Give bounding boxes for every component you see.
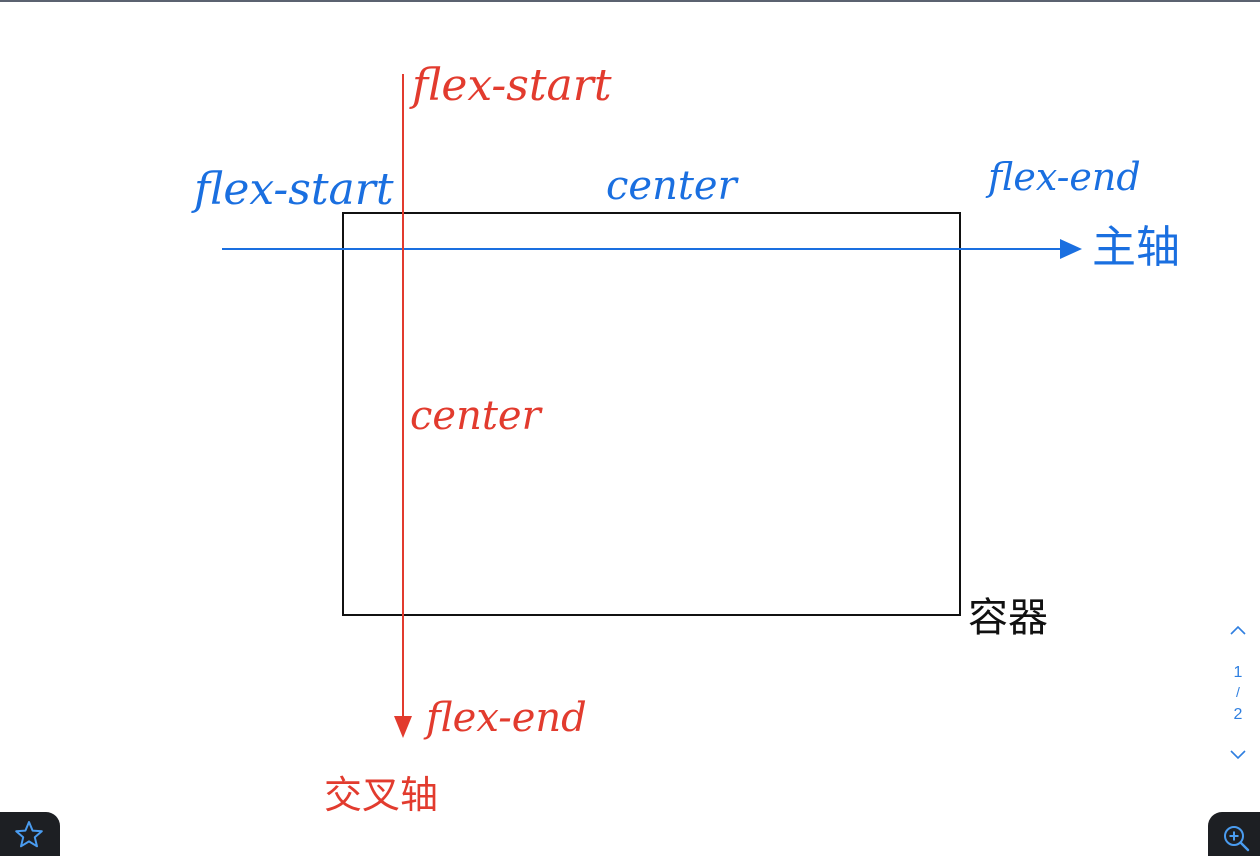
previous-page-button[interactable] [1226, 618, 1250, 642]
star-outline-icon [15, 821, 43, 848]
page-separator: / [1236, 684, 1240, 700]
top-border [0, 0, 1260, 2]
cross-axis-arrowhead [394, 716, 412, 738]
current-page-number: 1 [1233, 664, 1243, 681]
zoom-in-icon [1224, 826, 1250, 852]
cross-axis-center-label: center [410, 393, 541, 439]
zoom-in-button[interactable] [1208, 812, 1260, 856]
total-pages-number: 2 [1233, 706, 1243, 723]
flex-container-rectangle [342, 212, 961, 616]
next-page-button[interactable] [1226, 742, 1250, 766]
main-axis-end-label: flex-end [988, 155, 1141, 199]
chevron-down-icon [1230, 750, 1246, 760]
page-navigator: 1 / 2 [1216, 618, 1260, 768]
favorite-button[interactable] [0, 812, 60, 856]
cross-axis-end-label: flex-end [426, 695, 587, 741]
container-label: 容器 [968, 595, 1048, 641]
chevron-up-icon [1230, 625, 1246, 635]
cross-axis-name-label: 交叉轴 [324, 773, 439, 817]
main-axis-arrowhead [1060, 239, 1082, 259]
main-axis-center-label: center [606, 163, 737, 209]
cross-axis-start-label: flex-start [412, 60, 612, 111]
main-axis-start-label: flex-start [194, 164, 394, 215]
main-axis-name-label: 主轴 [1092, 222, 1180, 273]
